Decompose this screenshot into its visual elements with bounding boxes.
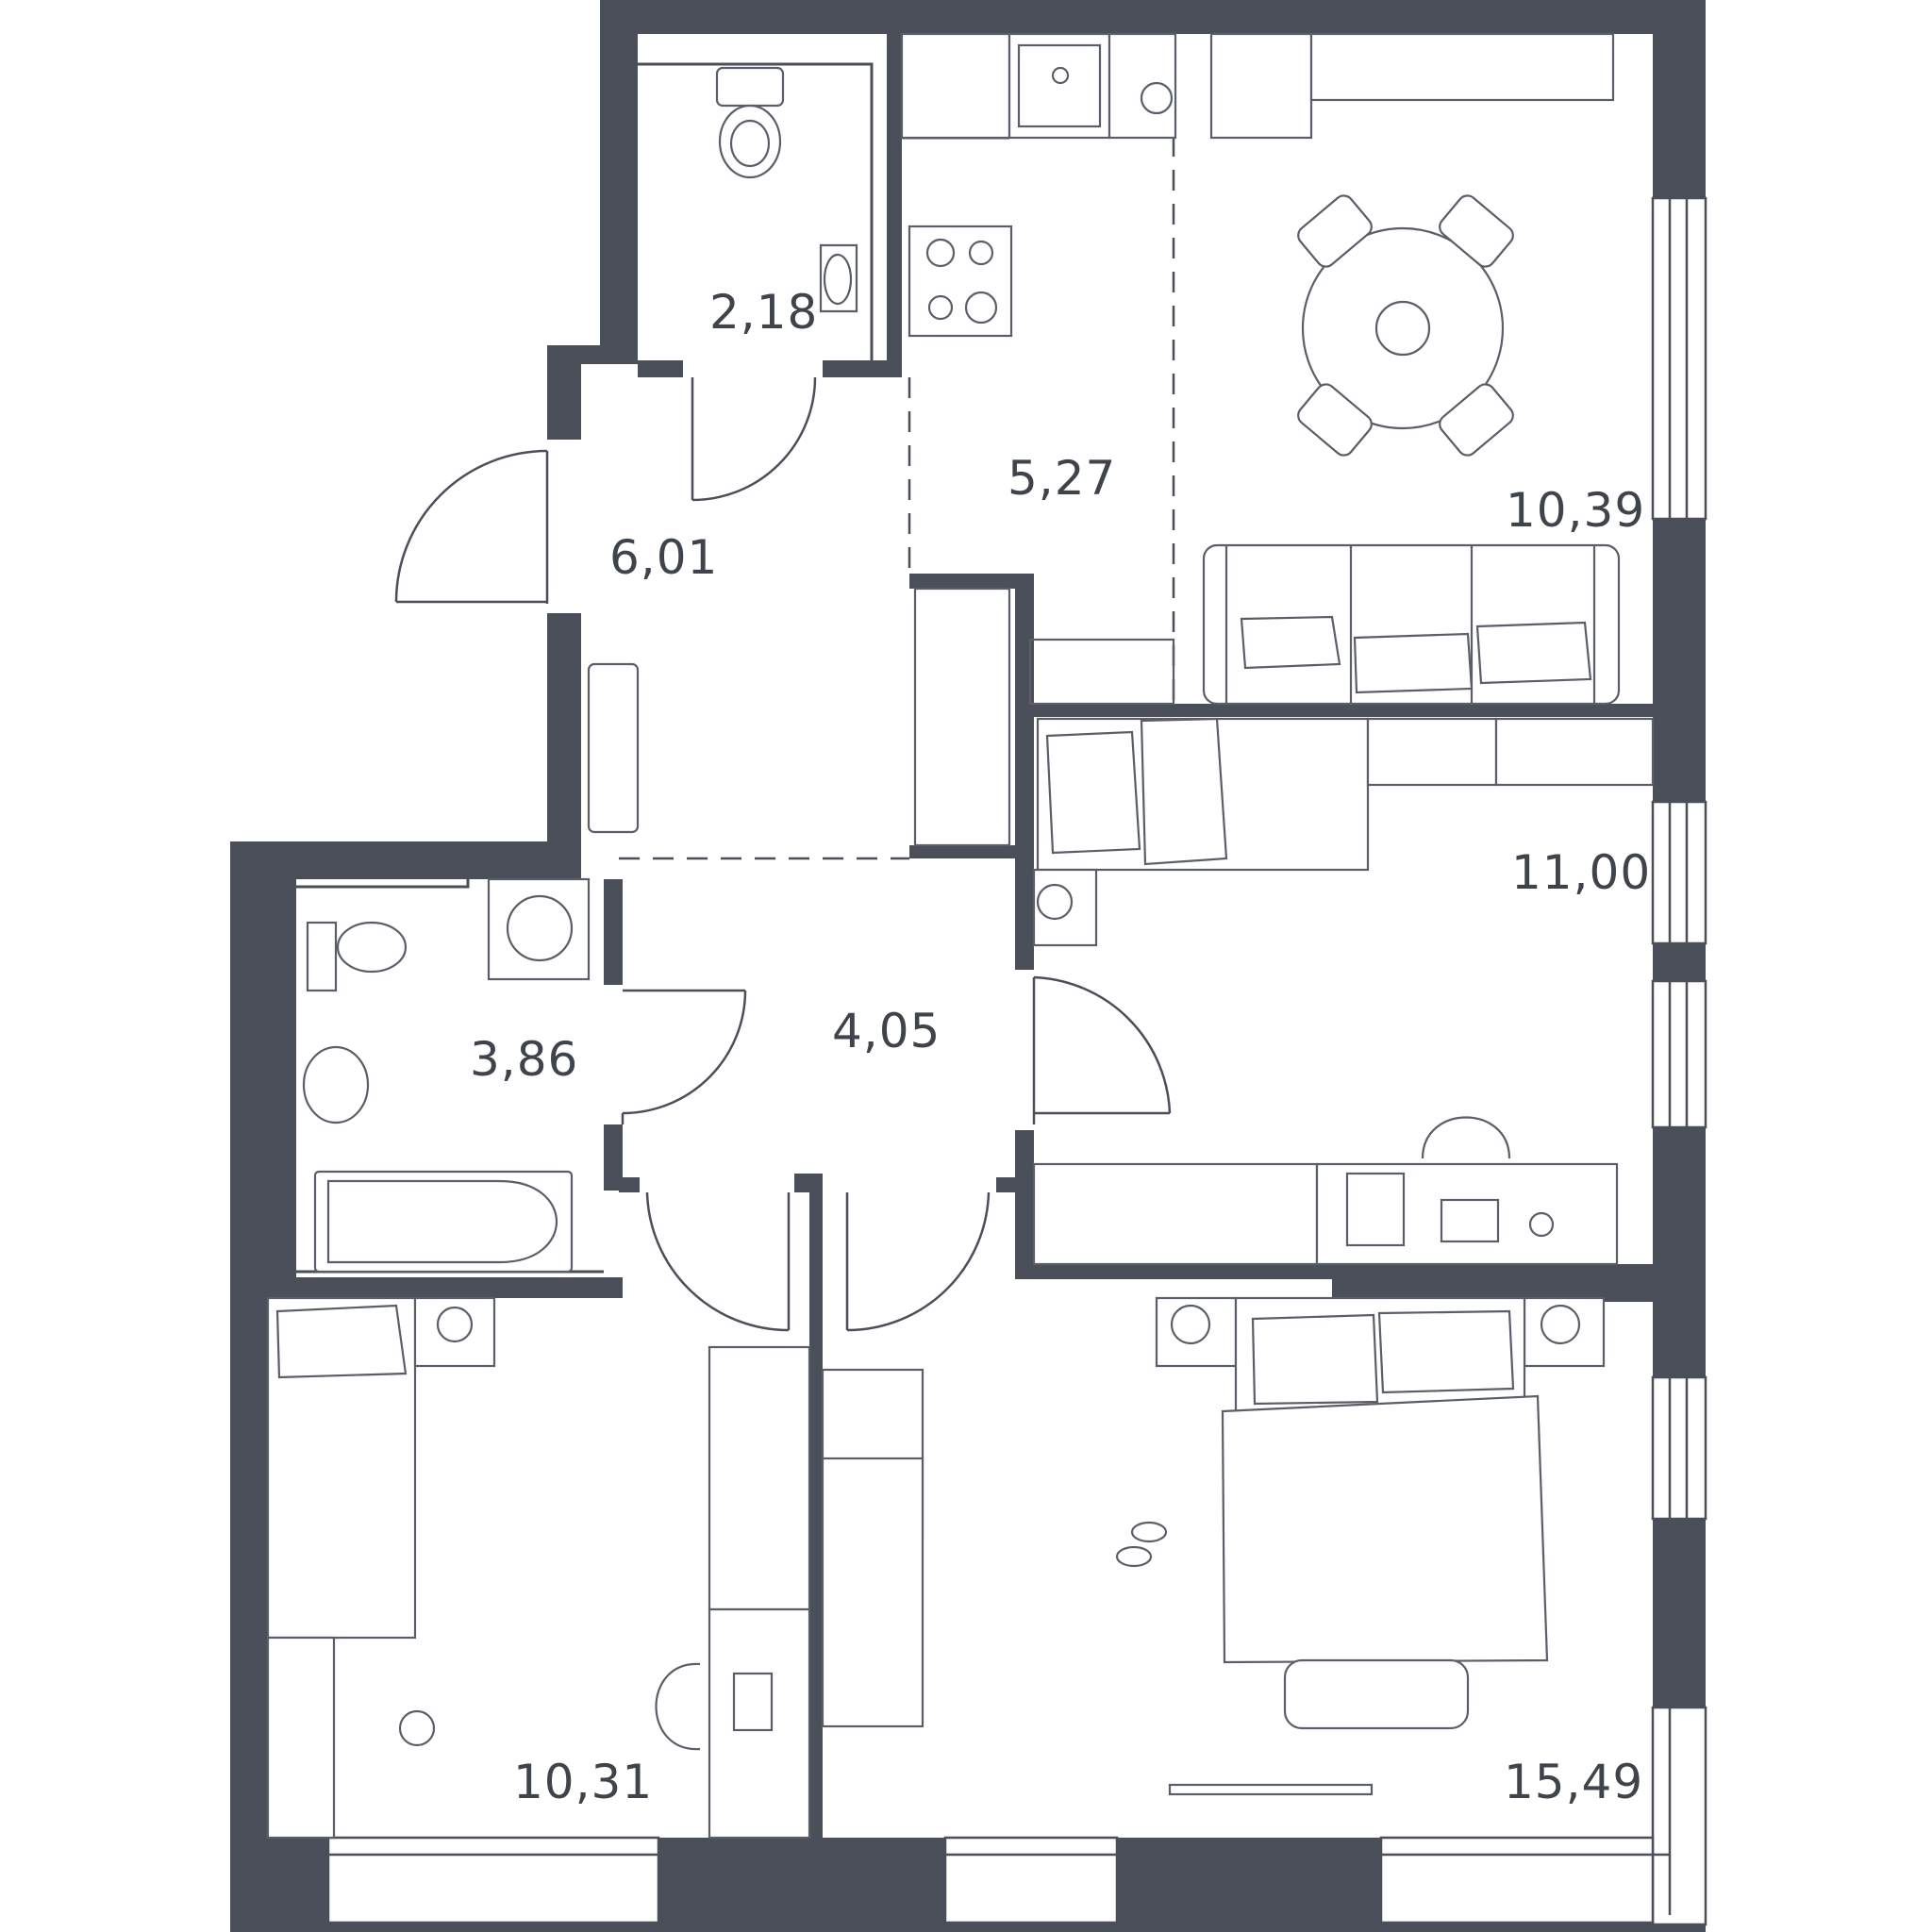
area-label-kitchen: 5,27 <box>1008 451 1116 506</box>
bathroom-fixtures <box>302 877 591 1274</box>
walls <box>230 0 1706 1932</box>
doors <box>394 376 1172 1332</box>
area-label-master-bedroom: 15,49 <box>1504 1755 1643 1809</box>
sofa <box>1202 543 1621 706</box>
area-label-bedroom-small: 11,00 <box>1511 845 1651 900</box>
area-label-wc: 2,18 <box>709 285 818 340</box>
area-label-corridor: 4,05 <box>832 1004 941 1058</box>
windows <box>326 43 1707 1926</box>
zone-lines <box>619 34 1175 860</box>
kids-room-furniture <box>266 1296 811 1840</box>
master-bedroom-furniture <box>821 1296 1606 1730</box>
area-labels: 2,18 5,27 10,39 6,01 11,00 3,86 4,05 10,… <box>470 285 1651 1809</box>
area-label-hall: 6,01 <box>609 530 718 585</box>
hall-mat <box>587 662 640 834</box>
dining-set <box>1297 194 1514 457</box>
kitchen-furniture <box>900 32 1615 847</box>
bedroom-small-furniture <box>1032 717 1655 1266</box>
area-label-kids-room: 10,31 <box>513 1755 653 1809</box>
thin-partitions <box>296 62 1009 1274</box>
wc-fixtures <box>715 66 858 313</box>
area-label-bathroom: 3,86 <box>470 1032 578 1087</box>
area-label-living: 10,39 <box>1506 483 1645 538</box>
